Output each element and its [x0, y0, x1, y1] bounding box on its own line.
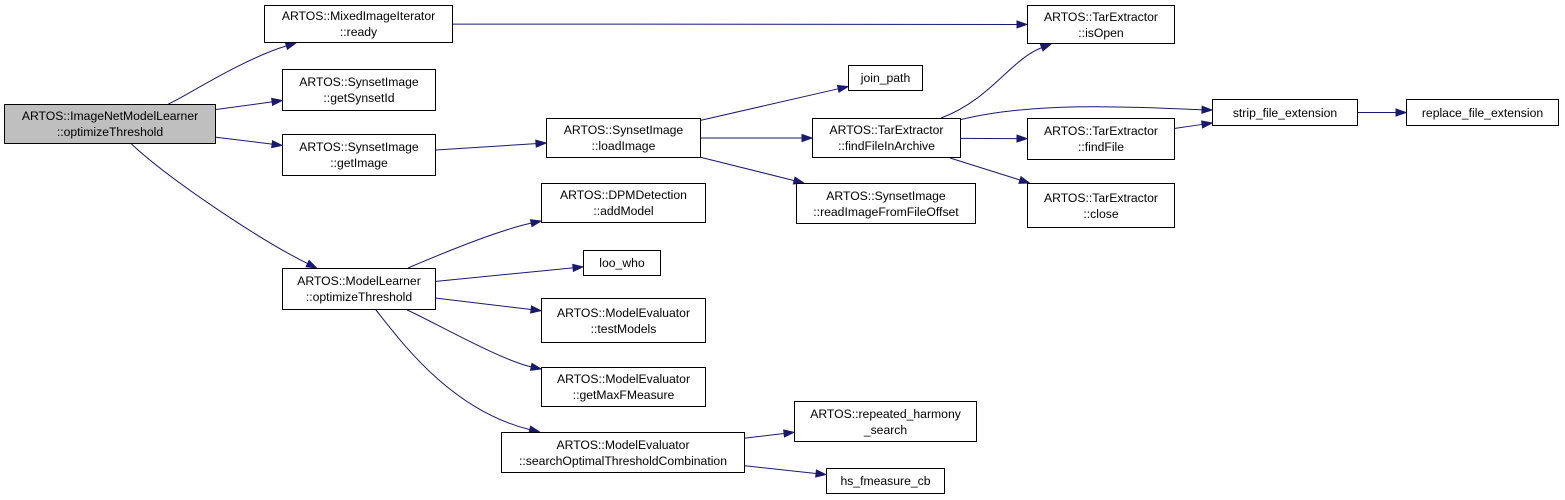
node-join-path[interactable]: join_path [848, 65, 923, 91]
edge-n_mlot-to-n_sotc [375, 309, 530, 431]
node-label-line1: ARTOS::SynsetImage [563, 123, 684, 137]
node-label-line1: ARTOS::SynsetImage [299, 140, 419, 154]
arrowhead-n_mlot-to-n_dpm [529, 219, 543, 228]
node-label-line2: ::readImageFromFileOffset [813, 204, 959, 219]
node-label-line2: ::getSynsetId [323, 91, 395, 105]
node-label-line1: ARTOS::TarExtractor [1043, 124, 1158, 138]
arrowhead-n_mlot-to-n_gmax [529, 362, 543, 371]
node-replace-file-extension[interactable]: replace_file_extension [1406, 99, 1559, 126]
arrowhead-n_ffia-to-n_close [1018, 175, 1031, 184]
edge-n_mlot-to-n_loo [435, 267, 574, 282]
node-label-line2: ::optimizeThreshold [305, 290, 413, 304]
node-mixed-image-iterator-ready[interactable]: ARTOS::MixedImageIterator ::ready [264, 5, 453, 43]
arrowhead-n_root-to-n_gsid [271, 97, 284, 107]
node-label-line1: ARTOS::TarExtractor [1043, 190, 1158, 205]
arrowhead-n_ffia-to-n_ff [1016, 134, 1029, 143]
arrowhead-n_ffia-to-n_isopen [1039, 43, 1053, 52]
node-tar-extractor-close[interactable]: ARTOS::TarExtractor ::close [1027, 183, 1175, 228]
arrowhead-n_sotc-to-n_hsfm [815, 469, 828, 478]
edge-n_ffia-to-n_isopen [940, 47, 1042, 119]
node-label-line1: hs_fmeasure_cb [840, 474, 931, 488]
node-label-line2: ::loadImage [591, 139, 656, 153]
arrowhead-n_sfe-to-n_rfe [1395, 108, 1408, 117]
node-model-evaluator-get-max-fmeasure[interactable]: ARTOS::ModelEvaluator ::getMaxFMeasure [541, 367, 706, 407]
node-label-line2: ::findFile [1077, 140, 1125, 154]
edge-n_root-to-n_mlot [131, 143, 308, 265]
edge-n_ffia-to-n_close [949, 157, 1021, 181]
node-synset-image-load-image[interactable]: ARTOS::SynsetImage ::loadImage [546, 118, 701, 158]
node-label-line2: ::addModel [593, 204, 654, 218]
node-label-line1: ARTOS::ModelEvaluator [557, 372, 690, 386]
node-label-line2: ::optimizeThreshold [56, 125, 164, 139]
arrowhead-n_mlot-to-n_loo [572, 263, 585, 273]
node-imagenet-model-learner-optimize-threshold[interactable]: ARTOS::ImageNetModelLearner ::optimizeTh… [4, 104, 216, 144]
node-label-line1: join_path [860, 71, 911, 85]
arrowhead-n_ffia-to-n_sfe [1201, 105, 1214, 114]
node-label-line1: ARTOS::ModelEvaluator [556, 437, 690, 452]
node-label-line1: ARTOS::DPMDetection [560, 188, 687, 202]
node-tar-extractor-find-file[interactable]: ARTOS::TarExtractor ::findFile [1027, 118, 1175, 160]
arrowhead-n_limg-to-n_join [836, 84, 850, 94]
edge-n_root-to-n_mii [168, 45, 287, 105]
node-model-learner-optimize-threshold[interactable]: ARTOS::ModelLearner ::optimizeThreshold [282, 268, 436, 310]
arrowhead-n_limg-to-n_ffia [801, 133, 814, 143]
arrowhead-n_root-to-n_mii [284, 42, 298, 51]
node-tar-extractor-find-file-in-archive[interactable]: ARTOS::TarExtractor ::findFileInArchive [812, 118, 961, 158]
node-label-line2: ::searchOptimalThresholdCombination [519, 453, 727, 468]
node-label-line2: ::getMaxFMeasure [572, 388, 675, 402]
node-synset-image-get-image[interactable]: ARTOS::SynsetImage ::getImage [282, 134, 436, 176]
edge-n_mlot-to-n_gmax [406, 309, 532, 368]
edge-n_root-to-n_gimg [215, 136, 273, 145]
node-label-line2: ::getImage [330, 156, 388, 170]
node-hs-fmeasure-cb[interactable]: hs_fmeasure_cb [826, 468, 945, 494]
node-label-line2: ::ready [339, 25, 378, 39]
arrowhead-n_mlot-to-n_test [530, 305, 543, 314]
node-repeated-harmony-search[interactable]: ARTOS::repeated_harmony _search [794, 401, 977, 442]
node-label-line1: ARTOS::SynsetImage [299, 75, 419, 89]
edge-n_limg-to-n_join [700, 88, 839, 121]
node-label-line2: ::close [1083, 206, 1119, 221]
node-label-line1: ARTOS::MixedImageIterator [281, 9, 436, 23]
node-tar-extractor-is-open[interactable]: ARTOS::TarExtractor ::isOpen [1027, 5, 1175, 44]
arrowhead-n_gimg-to-n_limg [535, 139, 548, 148]
node-dpm-detection-add-model[interactable]: ARTOS::DPMDetection ::addModel [541, 183, 706, 223]
node-synset-image-get-synset-id[interactable]: ARTOS::SynsetImage ::getSynsetId [282, 69, 436, 111]
node-label-line1: ARTOS::ModelEvaluator [557, 305, 690, 320]
edge-n_limg-to-n_rifo [700, 156, 795, 182]
node-label-line2: ::findFileInArchive [838, 139, 935, 153]
node-label-line1: loo_who [599, 256, 645, 270]
node-label-line1: ARTOS::ImageNetModelLearner [21, 109, 199, 123]
edge-n_sotc-to-n_hsfm [744, 465, 817, 474]
node-label-line1: ARTOS::ModelLearner [297, 274, 421, 288]
node-model-evaluator-test-models[interactable]: ARTOS::ModelEvaluator ::testModels [541, 298, 706, 343]
node-loo-who[interactable]: loo_who [583, 250, 661, 276]
node-label-line2: ::testModels [590, 321, 657, 336]
arrowhead-n_mii-to-n_isopen [1016, 20, 1029, 29]
edge-n_mlot-to-n_test [435, 297, 532, 310]
arrowhead-n_sotc-to-n_rhs [783, 429, 796, 438]
node-label-line2: _search [863, 422, 908, 437]
arrowhead-n_root-to-n_mlot [305, 259, 318, 269]
node-label-line1: ARTOS::TarExtractor [829, 123, 944, 137]
node-synset-image-read-image-from-file-offset[interactable]: ARTOS::SynsetImage ::readImageFromFileOf… [796, 183, 976, 224]
node-label-line1: ARTOS::repeated_harmony [810, 406, 961, 421]
edge-n_ff-to-n_sfe [1174, 123, 1203, 129]
edge-n_root-to-n_gsid [215, 101, 273, 111]
edge-n_gimg-to-n_limg [435, 143, 537, 151]
arrowhead-n_ff-to-n_sfe [1201, 120, 1214, 129]
node-label-line1: ARTOS::TarExtractor [1043, 9, 1158, 24]
node-label-line2: ::isOpen [1078, 25, 1124, 40]
edge-n_mlot-to-n_dpm [407, 222, 532, 269]
node-strip-file-extension[interactable]: strip_file_extension [1212, 99, 1358, 126]
node-model-evaluator-search-optimal-threshold-combination[interactable]: ARTOS::ModelEvaluator ::searchOptimalThr… [501, 432, 745, 473]
node-label-line1: ARTOS::SynsetImage [826, 188, 946, 203]
node-label-line1: strip_file_extension [1232, 105, 1338, 120]
arrowhead-n_root-to-n_gimg [271, 139, 284, 149]
node-label-line1: replace_file_extension [1421, 105, 1544, 120]
edge-n_ffia-to-n_sfe [960, 106, 1203, 121]
edge-n_sotc-to-n_rhs [744, 432, 785, 439]
